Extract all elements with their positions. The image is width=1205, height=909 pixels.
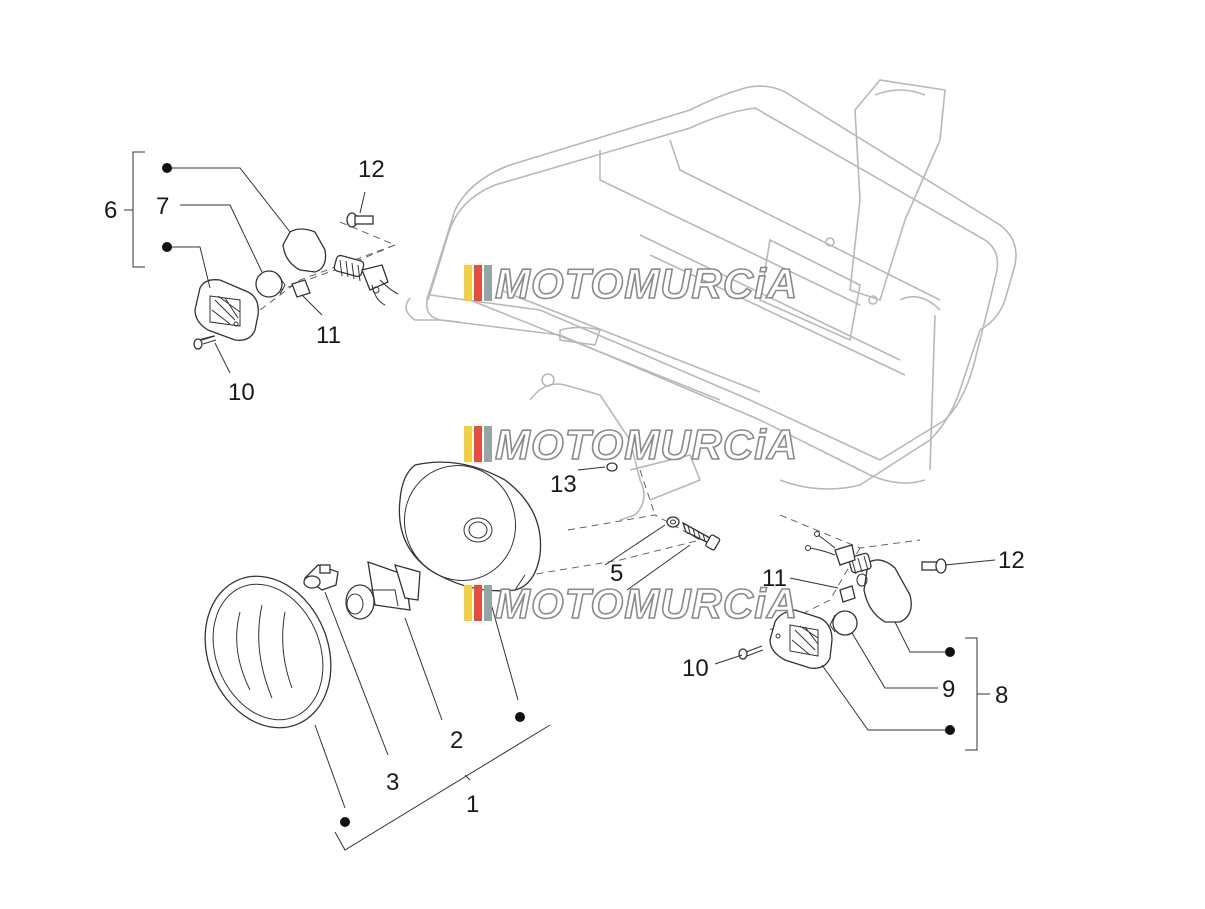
- callout-10-right: 10: [682, 655, 709, 682]
- watermark-stripe-red: [474, 585, 482, 621]
- watermark-bottom: MOTOMURCiA: [464, 579, 798, 628]
- watermark-text: MOTOMURCiA: [495, 580, 798, 627]
- callout-13: 13: [550, 471, 577, 498]
- callout-6: 6: [104, 197, 117, 224]
- dot-item-6-lens: [162, 242, 172, 252]
- watermark-stripe-red: [474, 265, 482, 301]
- dot-item-8-housing: [945, 647, 955, 657]
- callout-labels: 6 7 12 11 10 13 5 2 3 1 12 11 10 9 8: [104, 156, 1025, 818]
- watermark-text: MOTOMURCiA: [495, 260, 798, 307]
- right-indicator-housing: [805, 531, 912, 623]
- callout-7: 7: [156, 193, 169, 220]
- right-indicator-nut: [839, 585, 856, 603]
- watermark-text: MOTOMURCiA: [495, 421, 798, 468]
- watermark-stripe-grey: [484, 265, 492, 301]
- mount-nut: [606, 462, 618, 472]
- right-screw: [738, 645, 764, 660]
- callout-3: 3: [386, 769, 399, 796]
- left-bolt: [346, 212, 374, 228]
- watermark-stripe-grey: [484, 585, 492, 621]
- left-indicator-lens: [194, 279, 259, 341]
- left-indicator-bulb: [255, 270, 286, 298]
- leader-lines: [124, 151, 996, 851]
- reference-dots: [162, 163, 955, 827]
- callout-11-left: 11: [316, 322, 341, 349]
- callout-8: 8: [995, 682, 1008, 709]
- dot-item-1-lens: [340, 817, 350, 827]
- watermark-stripe-yellow: [464, 585, 472, 621]
- callout-9: 9: [942, 676, 955, 703]
- headlight-lens: [204, 575, 332, 729]
- callout-5: 5: [610, 560, 623, 587]
- dot-item-1-shell: [515, 712, 525, 722]
- callout-12-left: 12: [358, 156, 385, 183]
- watermark-top: MOTOMURCiA: [464, 259, 798, 308]
- headlight-bulb: [345, 561, 421, 620]
- left-screw: [193, 335, 217, 350]
- watermark-stripe-red: [474, 426, 482, 462]
- watermark-stripe-grey: [484, 426, 492, 462]
- callout-10-left: 10: [228, 379, 255, 406]
- front-luggage-rack: [405, 79, 1017, 521]
- watermark-stripe-yellow: [464, 265, 472, 301]
- right-bolt: [921, 558, 947, 574]
- right-indicator-lens: [769, 609, 833, 669]
- callout-2: 2: [450, 727, 463, 754]
- watermark-middle: MOTOMURCiA: [464, 420, 798, 469]
- right-indicator-bulb: [829, 610, 858, 636]
- mount-bolt: [666, 516, 721, 551]
- headlight-shell: [398, 461, 542, 592]
- left-indicator-housing: [282, 228, 399, 306]
- left-indicator-nut: [291, 279, 311, 298]
- callout-11-right: 11: [762, 565, 787, 592]
- dot-item-8-lens: [945, 725, 955, 735]
- callout-1: 1: [466, 791, 479, 818]
- watermark-stripe-yellow: [464, 426, 472, 462]
- dot-item-6-housing: [162, 163, 172, 173]
- callout-12-right: 12: [998, 547, 1025, 574]
- parking-bulb: [303, 564, 339, 591]
